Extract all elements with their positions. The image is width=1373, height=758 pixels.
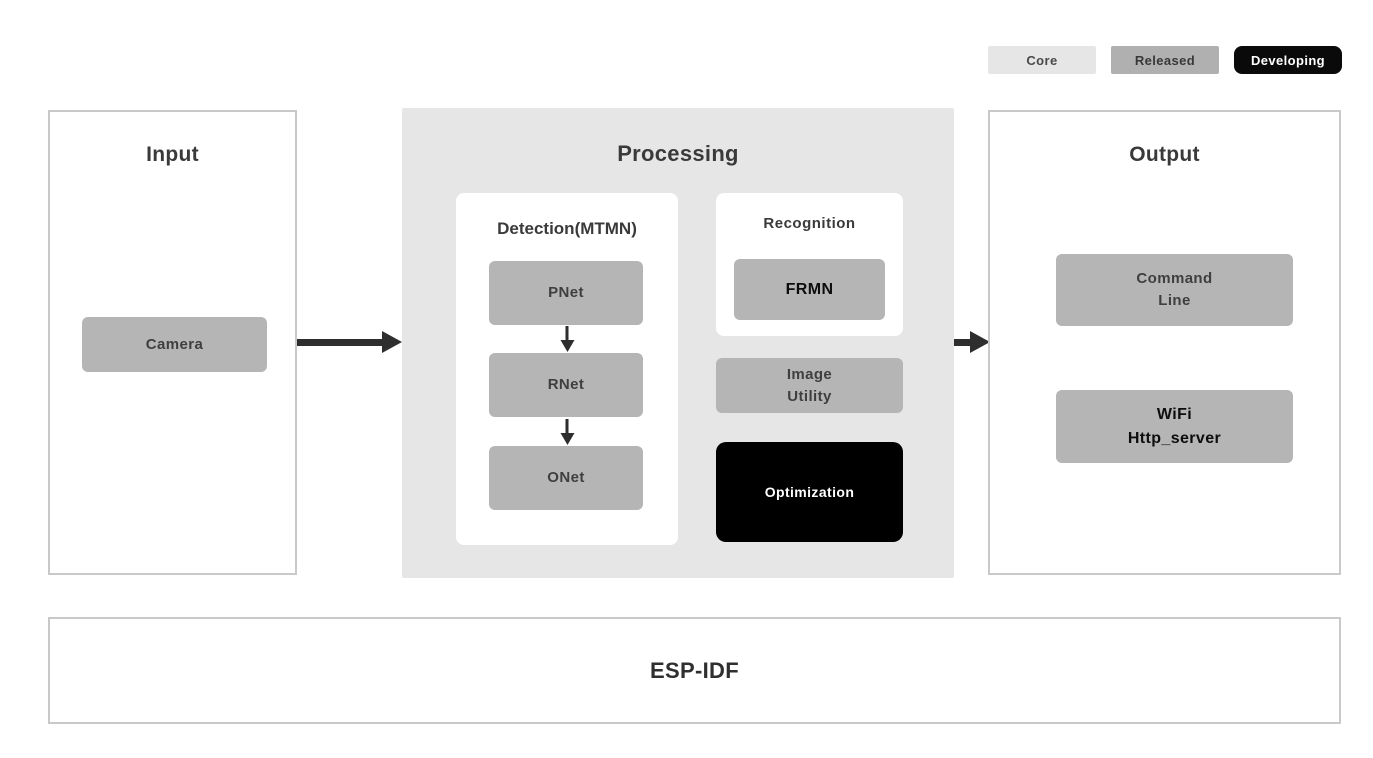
recognition-box: Recognition FRMN (716, 193, 903, 336)
command-line-block: Command Line (1056, 254, 1293, 326)
arrow-head-icon (382, 331, 402, 353)
arrow-processing-to-output (954, 331, 990, 353)
arrow-pnet-to-rnet (565, 326, 569, 340)
arrow-head-icon (970, 331, 990, 353)
processing-panel: Processing Detection(MTMN) PNet RNet ONe… (402, 108, 954, 578)
input-panel: Input Camera (48, 110, 297, 575)
pnet-block: PNet (489, 261, 643, 325)
detection-title: Detection(MTMN) (497, 219, 637, 238)
legend-badge-core: Core (988, 46, 1096, 74)
arrow-line (297, 338, 382, 346)
legend: Core Released Developing (988, 46, 1342, 74)
recognition-title: Recognition (763, 215, 856, 232)
optimization-block: Optimization (716, 442, 903, 542)
legend-badge-developing: Developing (1234, 46, 1342, 74)
output-panel-title: Output (1129, 143, 1200, 166)
frmn-block: FRMN (734, 259, 885, 320)
camera-block: Camera (82, 317, 267, 372)
arrow-line (954, 338, 970, 346)
input-panel-title: Input (146, 143, 199, 166)
wifi-http-server-block: WiFi Http_server (1056, 390, 1293, 463)
detection-box: Detection(MTMN) PNet RNet ONet (456, 193, 678, 545)
arrow-input-to-processing (297, 331, 402, 353)
espidf-label: ESP-IDF (650, 657, 739, 683)
output-panel: Output Command Line WiFi Http_server (988, 110, 1341, 575)
onet-block: ONet (489, 446, 643, 510)
rnet-block: RNet (489, 353, 643, 417)
legend-badge-released: Released (1111, 46, 1219, 74)
image-utility-block: Image Utility (716, 358, 903, 413)
processing-panel-title: Processing (617, 141, 739, 166)
espidf-panel: ESP-IDF (48, 617, 1341, 724)
arrow-rnet-to-onet (565, 419, 569, 433)
